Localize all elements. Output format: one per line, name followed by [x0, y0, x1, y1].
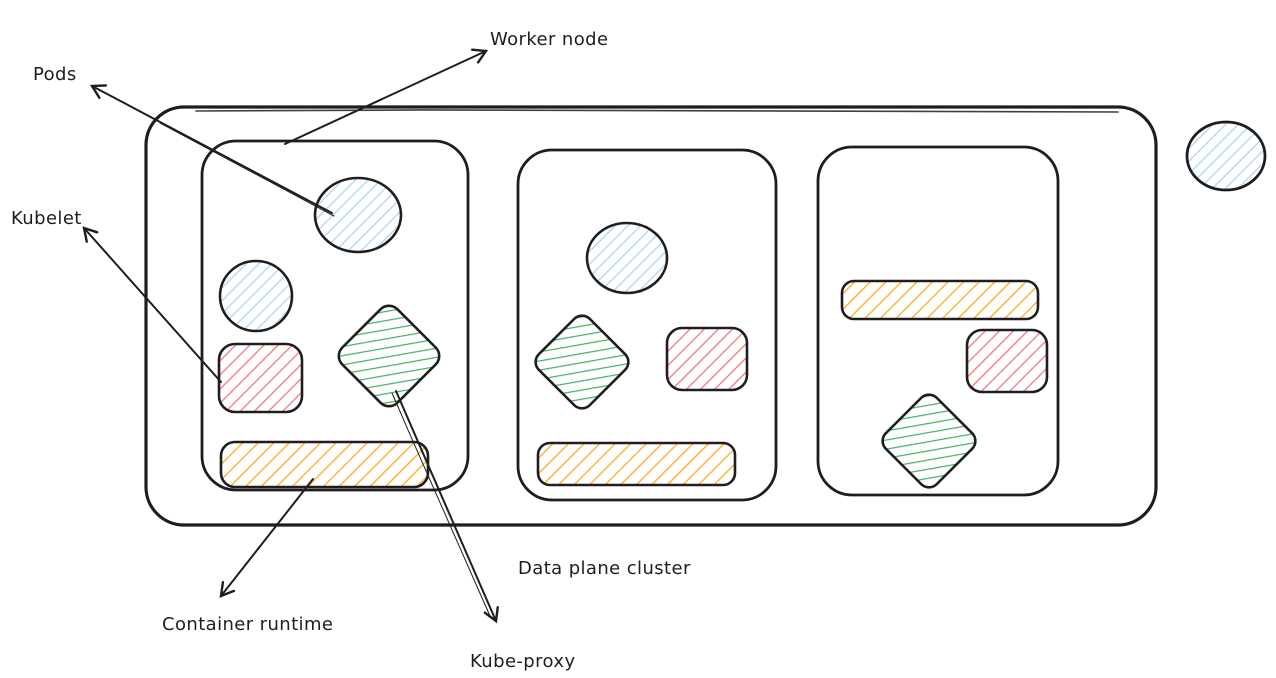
worker-node-1-box	[200, 139, 470, 492]
worker-node-2-box	[516, 148, 778, 502]
kube-proxy-diamond	[534, 314, 630, 410]
pods-label: Pods	[33, 64, 77, 85]
data-plane-cluster-label: Data plane cluster	[518, 558, 691, 579]
container-runtime-bar	[840, 279, 1040, 321]
kubelet-arrow	[82, 226, 222, 383]
pods-arrow	[89, 84, 333, 214]
cluster-box-sketch-stroke	[195, 108, 1119, 113]
kube-proxy-diamond	[337, 304, 441, 408]
pod-circle	[313, 176, 403, 254]
kubelet-square	[965, 328, 1049, 394]
worker-node-label: Worker node	[490, 29, 608, 50]
pod-circle	[218, 259, 294, 333]
pod-circle	[585, 221, 669, 295]
kubelet-square	[217, 342, 304, 414]
worker-node-2	[516, 148, 778, 502]
kube-proxy-arrow-sketch-stroke	[391, 392, 491, 617]
data-plane-cluster-box	[144, 105, 1158, 527]
container-runtime-label: Container runtime	[162, 614, 333, 635]
annotation-arrows	[82, 48, 499, 624]
kube-proxy-arrow	[395, 390, 499, 624]
kube-proxy-label: Kube-proxy	[470, 651, 576, 672]
container-runtime-bar	[219, 440, 430, 489]
container-runtime-bar	[536, 441, 737, 487]
worker-node-1	[200, 139, 470, 492]
kube-proxy-diamond	[881, 393, 977, 489]
worker-node-3-box	[816, 145, 1060, 497]
pod-circle-outside	[1185, 120, 1267, 192]
kubelet-square	[665, 326, 749, 392]
container-runtime-arrow	[219, 478, 314, 598]
worker-node-3	[816, 145, 1060, 497]
worker-node-arrow	[284, 48, 489, 145]
kubelet-label: Kubelet	[11, 208, 82, 229]
pods-arrow-sketch-stroke	[159, 122, 335, 217]
